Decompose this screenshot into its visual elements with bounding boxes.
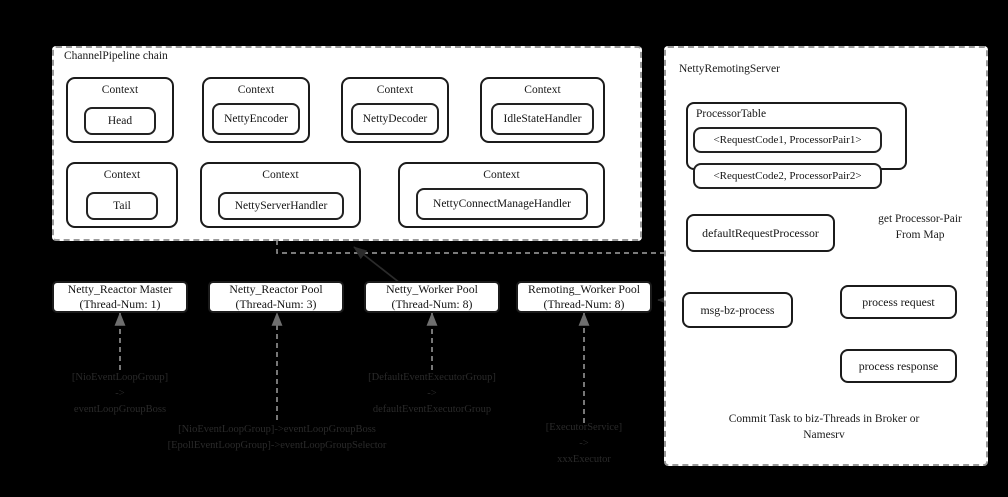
pool-text: Netty_Worker Pool (Thread-Num: 8) [386,282,478,311]
process-response-box[interactable]: process response [840,349,957,383]
pool-name: Remoting_Worker Pool [527,282,641,297]
handler-netty-connect-manage-handler[interactable]: NettyConnectManageHandler [416,188,588,220]
binding-label-netty-worker: [DefaultEventExecutorGroup] -> defaultEv… [368,372,496,415]
processor-table-title: ProcessorTable [696,108,767,120]
context-idle-state-handler[interactable]: Context IdleStateHandler [480,77,605,143]
pool-name: Netty_Reactor Pool [229,282,323,297]
context-netty-encoder[interactable]: Context NettyEncoder [202,77,310,143]
handler-head[interactable]: Head [84,107,156,135]
process-request-box[interactable]: process request [840,285,957,319]
channel-pipeline-title: ChannelPipeline chain [64,50,168,62]
binding-label-remoting-worker: [ExecutorService] -> xxxExecutor [545,422,623,465]
context-label: Context [262,169,299,181]
pool-threads: (Thread-Num: 8) [543,297,625,311]
msg-bz-process-box[interactable]: msg-bz-process [682,292,793,328]
default-request-processor-box[interactable]: defaultRequestProcessor [686,214,835,252]
context-label: Context [101,84,139,96]
context-label: Context [103,169,141,181]
commit-task-note: Commit Task to biz-Threads in Broker or … [728,413,920,441]
context-head[interactable]: Context Head [66,77,174,143]
thread-pool-netty-worker-pool[interactable]: Netty_Worker Pool (Thread-Num: 8) [364,281,500,313]
pool-threads: (Thread-Num: 1) [79,297,161,311]
thread-pool-netty-reactor-master[interactable]: Netty_Reactor Master (Thread-Num: 1) [52,281,188,313]
context-label: Context [524,84,561,96]
handler-netty-encoder[interactable]: NettyEncoder [212,103,300,135]
handler-netty-server-handler[interactable]: NettyServerHandler [218,192,344,220]
handler-tail[interactable]: Tail [86,192,158,220]
thread-pool-remoting-worker-pool[interactable]: Remoting_Worker Pool (Thread-Num: 8) [516,281,652,313]
context-label: Context [237,84,275,96]
handler-netty-decoder[interactable]: NettyDecoder [351,103,439,135]
pool-name: Netty_Worker Pool [386,282,478,297]
pool-text: Netty_Reactor Pool (Thread-Num: 3) [229,282,322,311]
context-label: Context [483,169,520,181]
binding-label-reactor-pool: [NioEventLoopGroup]->eventLoopGroupBoss … [167,424,387,451]
context-netty-decoder[interactable]: Context NettyDecoder [341,77,449,143]
pool-text: Remoting_Worker Pool (Thread-Num: 8) [528,282,640,311]
context-tail[interactable]: Context Tail [66,162,178,228]
thread-pool-netty-reactor-pool[interactable]: Netty_Reactor Pool (Thread-Num: 3) [208,281,344,313]
context-netty-server-handler[interactable]: Context NettyServerHandler [200,162,361,228]
processor-table-entry[interactable]: <RequestCode1, ProcessorPair1> [693,127,882,153]
pool-name: Netty_Reactor Master [67,282,173,297]
handler-idle-state-handler[interactable]: IdleStateHandler [491,103,594,135]
context-label: Context [376,84,414,96]
netty-remoting-server-title: NettyRemotingServer [679,63,780,75]
context-netty-connect-manage-handler[interactable]: Context NettyConnectManageHandler [398,162,605,228]
pool-threads: (Thread-Num: 8) [391,297,473,311]
pool-text: Netty_Reactor Master (Thread-Num: 1) [68,282,173,311]
binding-label-reactor-master: [NioEventLoopGroup] -> eventLoopGroupBos… [71,372,169,415]
pool-threads: (Thread-Num: 3) [235,297,317,311]
processor-table-entry[interactable]: <RequestCode2, ProcessorPair2> [693,163,882,189]
get-processor-pair-note: get Processor-Pair From Map [878,213,962,241]
